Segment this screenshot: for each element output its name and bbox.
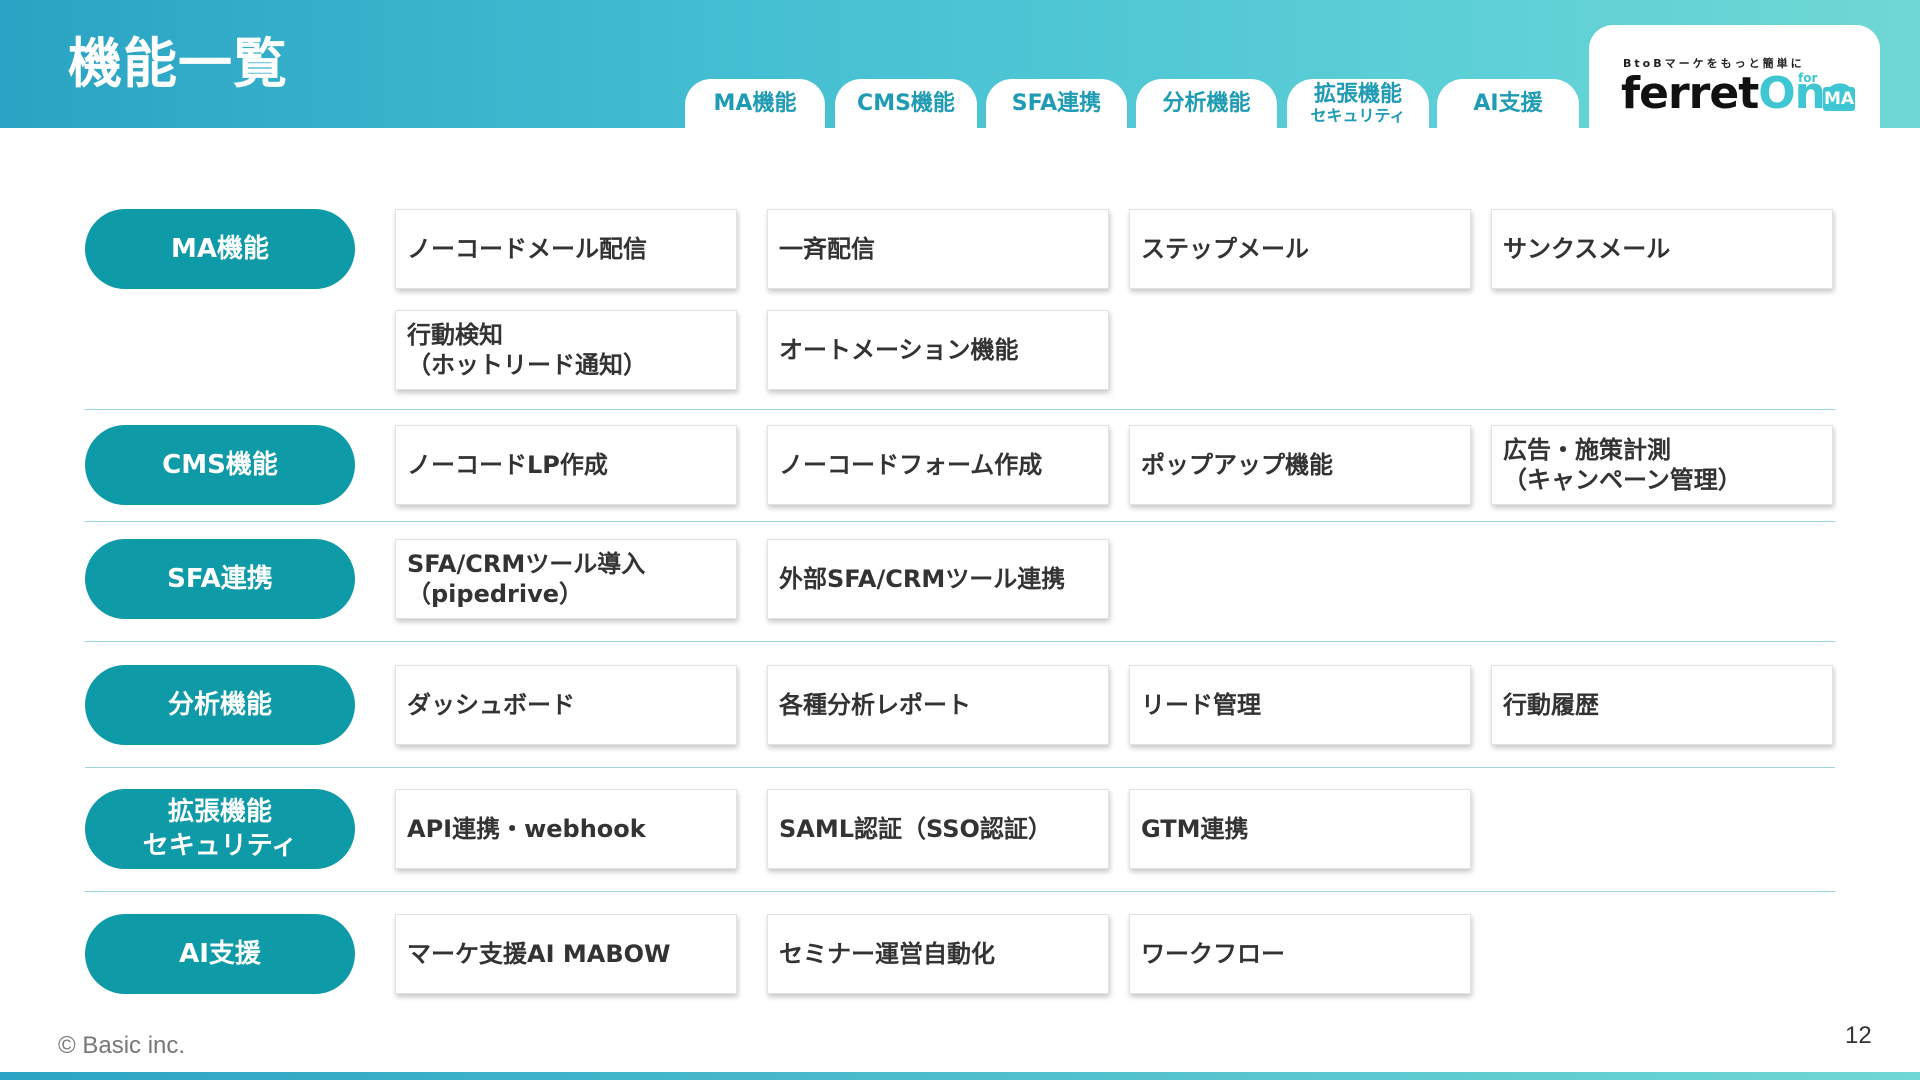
category-pill-cms: CMS機能 [85,425,355,505]
feature-card: セミナー運営自動化 [767,914,1109,994]
logo-ma-badge: MA [1823,87,1855,111]
card-line: （pipedrive） [407,580,584,608]
card-line: マーケ支援AI MABOW [407,940,671,968]
tab-label: SFA連携 [1011,90,1102,116]
category-label: MA機能 [171,234,269,264]
tab-label: AI支援 [1473,90,1543,116]
row-divider [85,891,1835,892]
feature-card: ポップアップ機能 [1129,425,1471,505]
tab-ai[interactable]: AI支援 [1437,79,1579,128]
card-line: （ホットリード通知） [407,351,647,379]
category-label: 分析機能 [167,690,272,720]
logo-for: for [1798,71,1818,85]
row-divider [85,409,1835,410]
feature-card: 行動検知（ホットリード通知） [395,310,737,390]
logo-wordmark: ferretOne [1621,68,1855,119]
feature-card: API連携・webhook [395,789,737,869]
row-divider [85,521,1835,522]
feature-card: GTM連携 [1129,789,1471,869]
feature-card: 各種分析レポート [767,665,1109,745]
feature-card: ステップメール [1129,209,1471,289]
card-line: オートメーション機能 [779,336,1019,364]
card-line: 各種分析レポート [779,691,971,719]
feature-card: ワークフロー [1129,914,1471,994]
category-pill-sfa: SFA連携 [85,539,355,619]
feature-card: SFA/CRMツール導入（pipedrive） [395,539,737,619]
feature-card: SAML認証（SSO認証） [767,789,1109,869]
feature-card: ノーコードLP作成 [395,425,737,505]
card-line: ステップメール [1141,235,1309,263]
card-line: SFA/CRMツール導入 [407,550,646,578]
tab-label: 拡張機能 [1313,81,1402,107]
feature-card: サンクスメール [1491,209,1833,289]
card-line: ダッシュボード [407,691,575,719]
copyright: © Basic inc. [58,1032,186,1059]
tab-extension-security[interactable]: 拡張機能 セキュリティ [1287,79,1429,128]
card-line: ワークフロー [1141,940,1285,968]
page-number: 12 [1845,1022,1872,1049]
category-label: 拡張機能 [167,797,272,827]
category-label: CMS機能 [162,450,278,480]
row-divider [85,767,1835,768]
card-line: ノーコードフォーム作成 [779,451,1043,479]
category-pill-analysis: 分析機能 [85,665,355,745]
card-line: 一斉配信 [779,235,875,263]
card-line: ノーコードLP作成 [407,451,608,479]
card-line: リード管理 [1141,691,1261,719]
card-line: SAML認証（SSO認証） [779,815,1052,843]
bottom-accent-bar [0,1072,1920,1080]
tab-sfa[interactable]: SFA連携 [986,79,1127,128]
feature-card: 一斉配信 [767,209,1109,289]
category-label: セキュリティ [142,831,298,861]
category-pill-ma: MA機能 [85,209,355,289]
header-band: 機能一覧 MA機能 CMS機能 SFA連携 分析機能 拡張機能 セキュリティ A… [0,0,1920,128]
card-line: ポップアップ機能 [1141,451,1333,479]
tab-label: CMS機能 [857,90,955,116]
card-line: セミナー運営自動化 [779,940,995,968]
feature-card: 広告・施策計測（キャンペーン管理） [1491,425,1833,505]
feature-card: オートメーション機能 [767,310,1109,390]
card-line: GTM連携 [1141,815,1249,843]
tab-label: MA機能 [713,90,797,116]
card-line: 広告・施策計測 [1503,436,1671,464]
card-line: サンクスメール [1503,235,1671,263]
logo: BtoBマーケをもっと簡単に ferretOne for MA [1589,25,1880,128]
card-line: 外部SFA/CRMツール連携 [779,565,1066,593]
feature-card: 外部SFA/CRMツール連携 [767,539,1109,619]
card-line: ノーコードメール配信 [407,235,647,263]
card-line: 行動検知 [407,321,503,349]
category-label: AI支援 [179,939,261,969]
feature-card: マーケ支援AI MABOW [395,914,737,994]
feature-card: 行動履歴 [1491,665,1833,745]
row-divider [85,641,1835,642]
page-title: 機能一覧 [68,32,288,95]
tab-label: 分析機能 [1162,90,1251,116]
feature-card: ノーコードフォーム作成 [767,425,1109,505]
category-pill-extension-security: 拡張機能 セキュリティ [85,789,355,869]
tab-ma[interactable]: MA機能 [685,79,825,128]
feature-card: ダッシュボード [395,665,737,745]
feature-card: リード管理 [1129,665,1471,745]
category-label: SFA連携 [167,564,273,594]
tab-cms[interactable]: CMS機能 [835,79,977,128]
card-line: API連携・webhook [407,815,646,843]
tab-analysis[interactable]: 分析機能 [1136,79,1277,128]
logo-tagline: BtoBマーケをもっと簡単に [1623,57,1805,70]
category-pill-ai: AI支援 [85,914,355,994]
feature-card: ノーコードメール配信 [395,209,737,289]
tab-sublabel: セキュリティ [1310,105,1406,125]
card-line: 行動履歴 [1503,691,1599,719]
card-line: （キャンペーン管理） [1503,466,1742,494]
logo-word-ferret: ferret [1621,68,1759,119]
